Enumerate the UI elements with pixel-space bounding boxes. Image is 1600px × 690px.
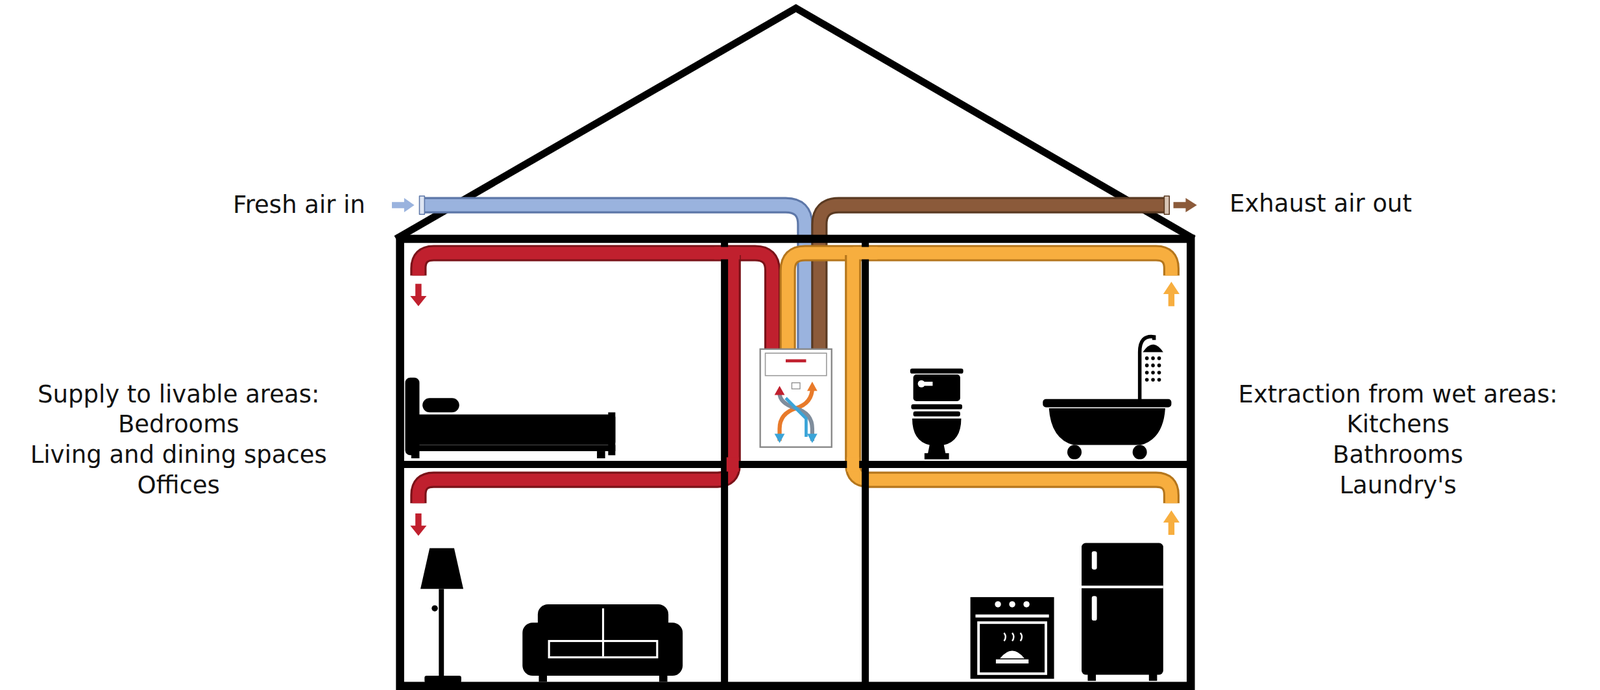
label-text: Bathrooms (1332, 441, 1464, 469)
water-drop (1145, 370, 1150, 375)
label-text: Supply to livable areas: (37, 381, 320, 409)
water-drop (1145, 377, 1150, 382)
water-drop (1157, 356, 1162, 361)
house-walls (400, 238, 1192, 686)
label-text: Bedrooms (118, 411, 240, 438)
sofa-icon (522, 604, 683, 682)
water-drop (1157, 377, 1162, 382)
water-drop (1151, 363, 1155, 368)
label-text: Kitchens (1346, 411, 1449, 438)
label-text: Fresh air in (232, 192, 366, 219)
water-drop (1157, 370, 1162, 375)
water-drop (1145, 363, 1150, 368)
water-drop (1145, 356, 1150, 361)
label-text: Exhaust air out (1229, 190, 1412, 218)
water-drop (1151, 370, 1155, 375)
bath-icon (1042, 336, 1172, 460)
label-text: Extraction from wet areas: (1238, 381, 1558, 409)
water-drop (1151, 356, 1155, 361)
label-text: Living and dining spaces (30, 441, 328, 469)
label-text: Offices (137, 472, 220, 499)
lamp-icon (420, 547, 464, 683)
label-text: Laundry's (1339, 472, 1456, 499)
toilet-icon (910, 368, 964, 460)
water-drop (1157, 363, 1162, 368)
water-drop (1151, 377, 1155, 382)
bed-icon (404, 377, 616, 459)
fridge-icon (1081, 543, 1164, 681)
flow-arrows (391, 197, 1198, 536)
heat-recovery-unit (760, 349, 832, 448)
duct-overlaps (714, 253, 878, 472)
oven-icon (970, 596, 1055, 679)
